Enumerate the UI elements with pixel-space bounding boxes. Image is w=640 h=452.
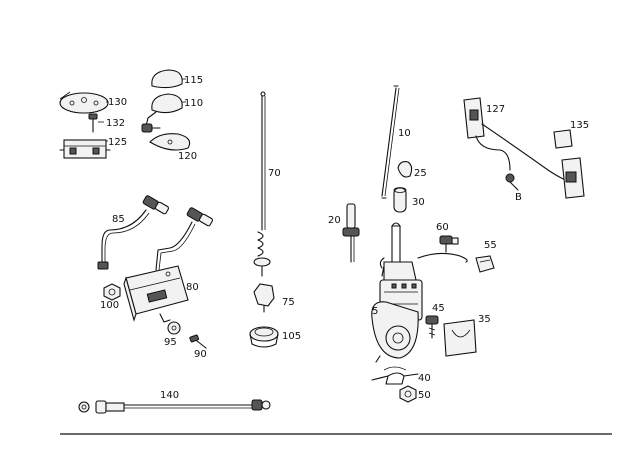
- label-140: 140: [160, 390, 179, 401]
- label-85: 85: [112, 214, 125, 225]
- label-55: 55: [484, 240, 497, 251]
- part-135-clips: [553, 129, 585, 199]
- part-5-antenna-motor: [371, 222, 423, 363]
- label-5: 5: [372, 306, 378, 317]
- label-50: 50: [418, 390, 431, 401]
- label-110: 110: [184, 98, 203, 109]
- label-60: 60: [436, 222, 449, 233]
- part-75-antenna-base: [253, 283, 275, 313]
- part-25-grommet: [397, 161, 413, 178]
- part-80-amplifier: [123, 207, 214, 323]
- label-45: 45: [432, 303, 445, 314]
- label-127: 127: [486, 104, 505, 115]
- label-95: 95: [164, 337, 177, 348]
- label-b: B: [515, 192, 522, 203]
- part-40-bracket: [371, 366, 419, 385]
- part-125-connector: [59, 139, 111, 159]
- label-132: 132: [106, 118, 125, 129]
- part-100-nut: [103, 283, 121, 301]
- part-45-bolt: [425, 315, 439, 339]
- part-10-telescopic-rod: [381, 85, 400, 199]
- part-70-antenna-mast: [253, 91, 271, 277]
- label-20: 20: [328, 215, 341, 226]
- part-95-washer: [167, 321, 181, 335]
- leader-lines: [98, 78, 186, 142]
- label-35: 35: [478, 314, 491, 325]
- part-115-cover: [151, 69, 183, 89]
- part-140-long-cable: [78, 399, 271, 414]
- part-105-gasket: [249, 326, 279, 348]
- part-90-screw: [189, 334, 207, 349]
- label-75: 75: [282, 297, 295, 308]
- label-90: 90: [194, 349, 207, 360]
- label-130: 130: [108, 97, 127, 108]
- label-135: 135: [570, 120, 589, 131]
- part-60-cable: [417, 235, 468, 263]
- label-30: 30: [412, 197, 425, 208]
- label-100: 100: [100, 300, 119, 311]
- label-70: 70: [268, 168, 281, 179]
- label-120: 120: [178, 151, 197, 162]
- part-55-clip: [475, 255, 495, 273]
- part-50-nut: [399, 385, 417, 403]
- part-110-housing: [141, 93, 183, 133]
- part-20-drain-tube: [342, 203, 360, 263]
- part-127-bracket: [463, 97, 567, 191]
- part-85-cable: [97, 195, 170, 270]
- label-10: 10: [398, 128, 411, 139]
- part-120-pad: [149, 133, 191, 151]
- label-115: 115: [184, 75, 203, 86]
- part-130-mount-plate: [59, 91, 109, 114]
- label-40: 40: [418, 373, 431, 384]
- part-30-sleeve: [393, 187, 407, 213]
- label-25: 25: [414, 168, 427, 179]
- part-35-gasket-sheet: [443, 319, 477, 357]
- label-105: 105: [282, 331, 301, 342]
- part-132-screw: [88, 113, 98, 133]
- label-80: 80: [186, 282, 199, 293]
- label-125: 125: [108, 137, 127, 148]
